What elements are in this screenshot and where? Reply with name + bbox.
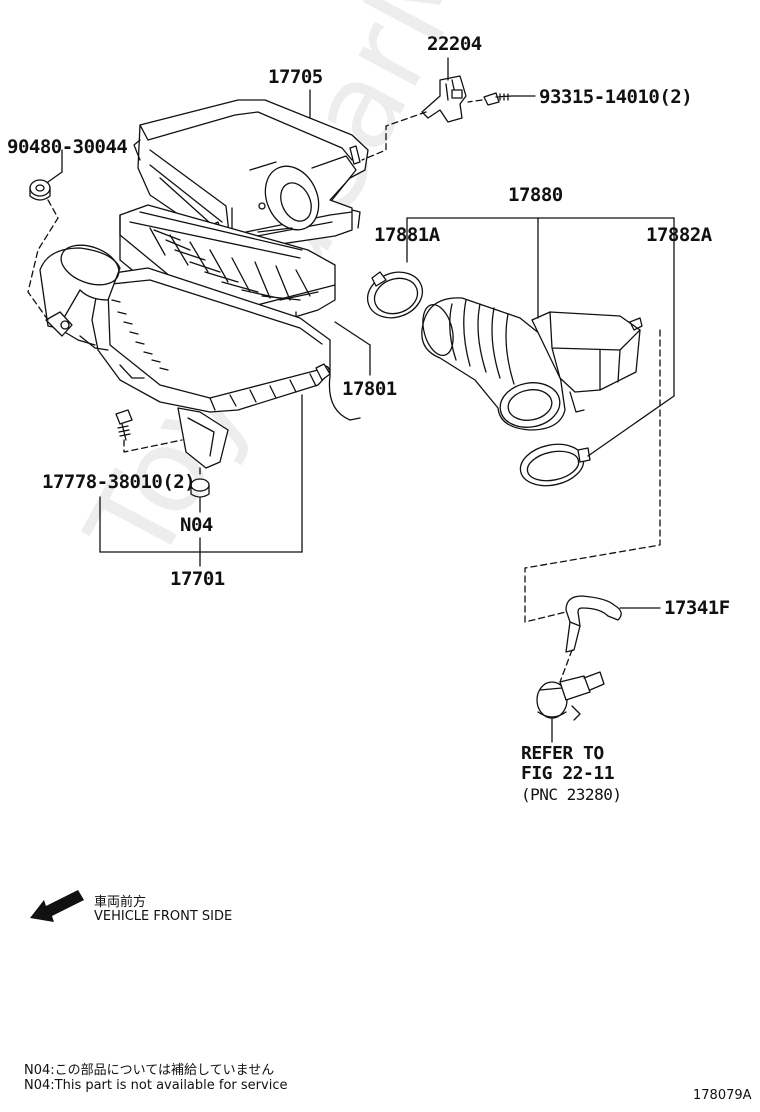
refer-line-1: REFER TO xyxy=(521,743,604,764)
note-en: N04:This part is not available for servi… xyxy=(24,1078,288,1093)
part-label-17880: 17880 xyxy=(508,184,563,206)
part-label-17705: 17705 xyxy=(268,66,323,88)
refer-line-2: FIG 22-11 xyxy=(521,763,615,784)
part-label-n04: N04 xyxy=(180,514,213,536)
intake-hose xyxy=(418,298,642,432)
figure-id: 178079A xyxy=(693,1088,752,1103)
collar-n04 xyxy=(191,479,209,497)
part-label-17778: 17778-38010(2) xyxy=(42,471,196,493)
front-side-en: VEHICLE FRONT SIDE xyxy=(94,909,233,924)
dashed-lines xyxy=(28,100,660,682)
bolt xyxy=(116,410,132,440)
screw xyxy=(484,93,512,105)
vacuum-hose xyxy=(566,596,621,652)
part-label-17881a: 17881A xyxy=(374,224,440,246)
front-arrow-icon xyxy=(30,890,84,922)
part-label-90480: 90480-30044 xyxy=(7,136,128,158)
part-label-17701: 17701 xyxy=(170,568,225,590)
part-label-17341f: 17341F xyxy=(664,597,730,619)
part-label-22204: 22204 xyxy=(427,33,482,55)
grommet xyxy=(30,180,50,200)
hose-clamp-b xyxy=(517,439,590,491)
air-flow-meter xyxy=(422,76,466,122)
part-label-17801: 17801 xyxy=(342,378,397,400)
note-jp: N04:この部品については補給していません xyxy=(24,1063,275,1078)
part-label-93315: 93315-14010(2) xyxy=(539,86,693,108)
vsv-valve xyxy=(537,672,604,720)
air-cleaner-case xyxy=(40,238,360,468)
air-cleaner-cap xyxy=(134,100,368,250)
part-label-17882a: 17882A xyxy=(646,224,712,246)
hose-clamp-a xyxy=(361,265,429,325)
refer-line-3: (PNC 23280) xyxy=(521,785,622,804)
front-side-jp: 車両前方 xyxy=(94,895,147,910)
